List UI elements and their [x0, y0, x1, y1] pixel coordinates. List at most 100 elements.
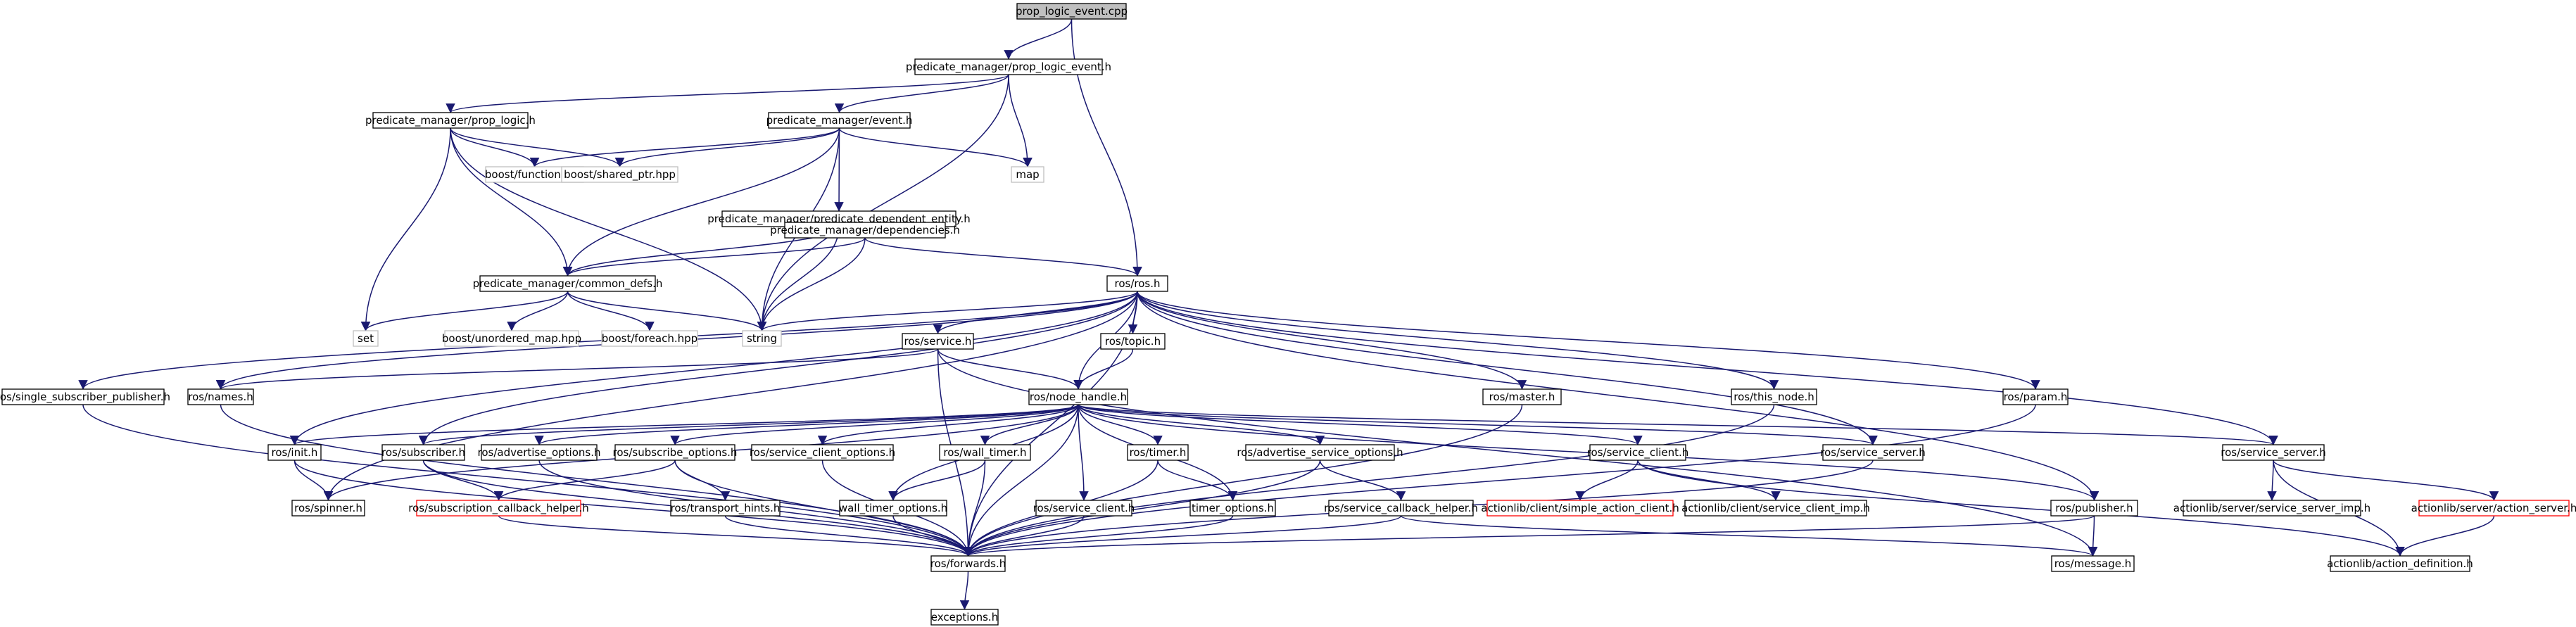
- node-predicate-manager-prop-logic-event-h[interactable]: predicate_manager/prop_logic_event.h: [906, 58, 1111, 75]
- node-actionlib-server-action-server-h[interactable]: actionlib/server/action_server.h: [2411, 500, 2576, 517]
- node-ros-service-client-h[interactable]: ros/service_client.h: [1033, 500, 1135, 517]
- node-ros-topic-h[interactable]: ros/topic.h: [1100, 333, 1166, 350]
- node-ros-ros-h[interactable]: ros/ros.h: [1106, 275, 1168, 292]
- node-box: [372, 112, 529, 129]
- node-ros-subscribe-options-h[interactable]: ros/subscribe_options.h: [613, 444, 738, 461]
- node-ros-master-h[interactable]: ros/master.h: [1482, 388, 1562, 405]
- node-label: ros/transport_hints.h: [671, 502, 781, 515]
- edge-ros_ss_root-to-al_ssi: [2267, 460, 2277, 501]
- node-predicate-manager-common-defs-h[interactable]: predicate_manager/common_defs.h: [473, 275, 663, 292]
- node-ros-service-server-h[interactable]: ros/service_server.h: [1820, 444, 1926, 461]
- node-box: [187, 388, 254, 405]
- node-predicate-manager-prop-logic-h[interactable]: predicate_manager/prop_logic.h: [365, 112, 536, 129]
- node-map[interactable]: map: [1011, 166, 1044, 183]
- node-label: ros/service.h: [904, 335, 972, 348]
- node-ros-service-callback-helper-h[interactable]: ros/service_callback_helper.h: [1324, 500, 1478, 517]
- edge-al_as-to-al_ad: [2395, 515, 2495, 557]
- node-box: [2002, 388, 2069, 405]
- node-box: [416, 500, 581, 517]
- edge-ros_ros-to-ros_subscriber: [418, 291, 1138, 445]
- node-box: [381, 444, 465, 461]
- node-ros-param-h[interactable]: ros/param.h: [2002, 388, 2069, 405]
- node-label: actionlib/server/service_server_imp.h: [2173, 502, 2370, 515]
- edge-pm_pl-to-set: [360, 127, 451, 331]
- node-label: predicate_manager/dependencies.h: [770, 224, 960, 237]
- node-ros-init-h[interactable]: ros/init.h: [267, 444, 322, 461]
- edge-pm_dep-to-pm_cd: [562, 237, 866, 277]
- node-boost-foreach-hpp[interactable]: boost/foreach.hpp: [601, 330, 698, 347]
- node-actionlib-action-definition-h[interactable]: actionlib/action_definition.h: [2327, 555, 2473, 572]
- node-label: boost/unordered_map.hpp: [442, 332, 581, 346]
- node-ros-subscription-callback-helper-h[interactable]: ros/subscription_callback_helper.h: [408, 500, 589, 517]
- node-ros-advertise-options-h[interactable]: ros/advertise_options.h: [478, 444, 601, 461]
- edge-ros_ros-to-ros_master: [1137, 291, 1527, 390]
- node-box: [2183, 500, 2361, 517]
- node-label: boost/foreach.hpp: [602, 332, 697, 345]
- node-actionlib-server-service-server-imp-h[interactable]: actionlib/server/service_server_imp.h: [2173, 500, 2370, 517]
- node-label: predicate_manager/prop_logic_event.h: [906, 61, 1111, 74]
- edge-ros_nh-to-ros_sc_b: [1078, 404, 1089, 501]
- node-label: predicate_manager/prop_logic.h: [365, 114, 536, 127]
- node-label: boost/shared_ptr.hpp: [564, 168, 676, 182]
- edge-ros_sc_a-to-al_sac: [1575, 460, 1639, 501]
- node-predicate-manager-dependencies-h[interactable]: predicate_manager/dependencies.h: [770, 222, 960, 239]
- node-label: ros/node_handle.h: [1030, 391, 1127, 404]
- edge-ros_to-to-ros_forwards: [963, 515, 1234, 557]
- node-prop-logic-event-cpp[interactable]: prop_logic_event.cpp: [1016, 3, 1128, 20]
- node-boost-unordered-map-hpp[interactable]: boost/unordered_map.hpp: [442, 330, 581, 347]
- node-label: actionlib/client/service_client_imp.h: [1681, 502, 1870, 515]
- node-label: predicate_manager/common_defs.h: [473, 277, 663, 291]
- node-ros-single-subscriber-publisher-h[interactable]: ros/single_subscriber_publisher.h: [0, 388, 170, 405]
- node-ros-service-h[interactable]: ros/service.h: [902, 333, 974, 350]
- edge-ros_ros-to-ros_spinner: [323, 291, 1138, 501]
- node-ros-spinner-h[interactable]: ros/spinner.h: [291, 500, 365, 517]
- node-ros-node-handle-h[interactable]: ros/node_handle.h: [1028, 388, 1128, 405]
- edge-ros_svc_cb-to-ros_forwards: [964, 515, 1402, 557]
- node-box: [2222, 444, 2325, 461]
- node-label: ros/spinner.h: [294, 502, 362, 514]
- node-ros-transport-hints-h[interactable]: ros/transport_hints.h: [670, 500, 781, 517]
- node-label: ros/names.h: [188, 391, 253, 403]
- node-label: actionlib/server/action_server.h: [2411, 502, 2576, 515]
- node-box: [1482, 388, 1562, 405]
- edges-layer: [78, 18, 2499, 610]
- node-ros-forwards-h[interactable]: ros/forwards.h: [930, 555, 1006, 572]
- edge-ros_master-to-ros_forwards: [963, 404, 1523, 557]
- node-ros-service-client-h[interactable]: ros/service_client.h: [1587, 444, 1689, 461]
- edge-pm_pl-to-string: [450, 127, 767, 331]
- edge-root-to-ros_ros: [1071, 18, 1142, 277]
- edge-pm_pl-to-boost_function: [450, 127, 540, 167]
- node-actionlib-client-service-client-imp-h[interactable]: actionlib/client/service_client_imp.h: [1681, 500, 1870, 517]
- node-box: [1189, 500, 1276, 517]
- node-box: [1035, 500, 1132, 517]
- node-boost-function-hpp[interactable]: boost/function.hpp: [485, 166, 584, 183]
- node-predicate-manager-event-h[interactable]: predicate_manager/event.h: [766, 112, 913, 129]
- edge-ros_wall_timer-to-ros_wto: [888, 460, 986, 501]
- node-box: [479, 275, 656, 292]
- node-ros-publisher-h[interactable]: ros/publisher.h: [2050, 500, 2138, 517]
- node-boost-shared-ptr-hpp[interactable]: boost/shared_ptr.hpp: [561, 166, 678, 183]
- node-ros-wall-timer-h[interactable]: ros/wall_timer.h: [939, 444, 1031, 461]
- node-label: ros/single_subscriber_publisher.h: [0, 391, 170, 404]
- node-ros-this-node-h[interactable]: ros/this_node.h: [1731, 388, 1817, 405]
- edge-ros_this_node-to-ros_forwards: [963, 404, 1775, 557]
- node-box: [768, 112, 911, 129]
- node-ros-subscriber-h[interactable]: ros/subscriber.h: [381, 444, 465, 461]
- node-ros-advertise-service-options-h[interactable]: ros/advertise_service_options.h: [1237, 444, 1403, 461]
- node-label: ros/param.h: [2004, 391, 2068, 403]
- node-ros-names-h[interactable]: ros/names.h: [187, 388, 254, 405]
- node-string[interactable]: string: [742, 330, 782, 347]
- node-set[interactable]: set: [353, 330, 379, 347]
- node-actionlib-client-simple-action-client-h[interactable]: actionlib/client/simple_action_client.h: [1481, 500, 1679, 517]
- node-box: [1822, 444, 1924, 461]
- node-ros-service-server-h[interactable]: ros/service_server.h: [2221, 444, 2326, 461]
- node-label: boost/function.hpp: [485, 168, 584, 181]
- edge-ros_wall_timer-to-ros_forwards: [963, 460, 986, 557]
- node-ros-message-h[interactable]: ros/message.h: [2051, 555, 2135, 572]
- node-wall-timer-options-h[interactable]: wall_timer_options.h: [839, 500, 947, 517]
- node-timer-options-h[interactable]: timer_options.h: [1189, 500, 1276, 517]
- node-exceptions-h[interactable]: exceptions.h: [930, 609, 999, 626]
- node-ros-timer-h[interactable]: ros/timer.h: [1127, 444, 1189, 461]
- node-ros-service-client-options-h[interactable]: ros/service_client_options.h: [750, 444, 895, 461]
